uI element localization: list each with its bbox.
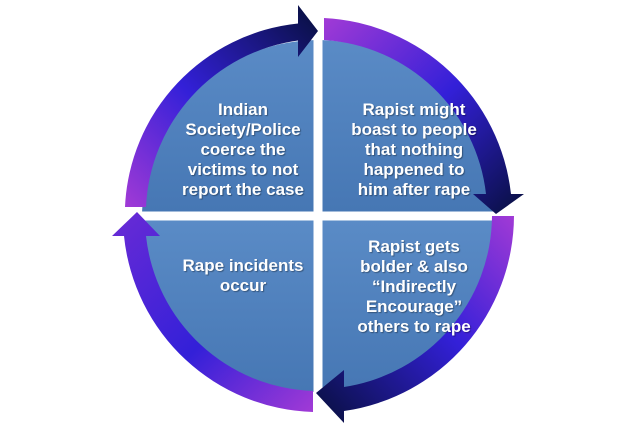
arrow-top-right <box>324 18 524 214</box>
arrow-top-left <box>125 5 318 207</box>
step-label-bottom-left: Rape incidents occur <box>182 256 304 295</box>
step-label-bottom-right: Rapist gets bolder & also “Indirectly En… <box>357 237 471 336</box>
arrow-bottom-left <box>112 212 313 412</box>
arrow-bottom-right <box>316 216 514 423</box>
quadrant-top-left <box>142 40 314 212</box>
quadrant-top-right <box>322 40 494 212</box>
step-label-top-right: Rapist might boast to people that nothin… <box>351 100 477 199</box>
quadrant-bottom-right <box>322 220 494 392</box>
step-label-top-left: Indian Society/Police coerce the victims… <box>182 100 304 199</box>
quadrant-bottom-left <box>142 220 314 392</box>
